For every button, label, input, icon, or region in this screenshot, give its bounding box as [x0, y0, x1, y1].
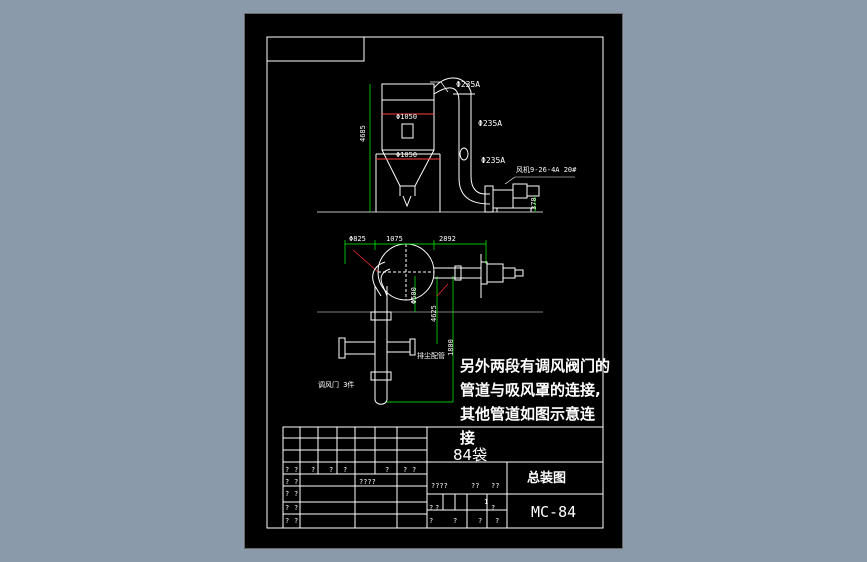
- cell-r1-8: ?: [412, 466, 417, 474]
- cell-r4-2: ?: [294, 504, 299, 512]
- label-d2: Φ235A: [478, 119, 503, 128]
- title-block-grid: [282, 426, 604, 529]
- title-drawing-name: 总装图: [527, 471, 567, 486]
- duct-elevation: [433, 77, 491, 205]
- note-line-1: 另外两段有调风阀门的: [460, 357, 611, 375]
- cell-r2-2: ?: [294, 478, 299, 486]
- cell-r1-1: ?: [285, 466, 290, 474]
- cell-r5-4: ?: [453, 517, 458, 525]
- cell-r4-1: ?: [285, 504, 290, 512]
- cell-r2-3: ????: [359, 478, 376, 486]
- label-dia-top: Φ1050: [396, 113, 418, 121]
- cell-r1-7: ?: [403, 466, 408, 474]
- cell-r1-4: ?: [329, 466, 334, 474]
- cell-r3-1: ?: [285, 490, 290, 498]
- note-line-2: 管道与吸风罩的连接,: [460, 381, 601, 399]
- duct-plan: [338, 254, 524, 405]
- scale-val-1: 1: [484, 498, 489, 506]
- cell-r1-5: ?: [343, 466, 348, 474]
- note-line-4: 接: [460, 429, 476, 447]
- drawing-sheet: Φ235A Φ235A Φ235A Φ1050 Φ1050 4685 风机9-2…: [244, 13, 623, 549]
- cell-r1-3: ?: [311, 466, 316, 474]
- title-project: 84袋: [453, 446, 488, 464]
- inner-frame: [266, 36, 604, 529]
- scale-hdr-2: ??: [471, 482, 480, 490]
- cell-r5-6: ?: [495, 517, 500, 525]
- fan-elevation: [484, 183, 540, 213]
- cell-r1-6: ?: [385, 466, 390, 474]
- cell-r5-5: ?: [478, 517, 483, 525]
- label-dim1: Φ825: [349, 235, 366, 243]
- plan-dimensions: [344, 240, 487, 403]
- label-height: 4685: [359, 125, 367, 142]
- cell-r5-2: ?: [294, 517, 299, 525]
- label-valve-note: 调风门 3件: [318, 381, 355, 389]
- cell-r4-4: ?: [435, 504, 440, 512]
- label-dim3: 2892: [439, 235, 456, 243]
- label-d3: Φ235A: [481, 156, 506, 165]
- label-dim5: 4625: [430, 305, 438, 322]
- title-drawing-no: MC-84: [531, 503, 577, 521]
- cell-r2-1: ?: [285, 478, 290, 486]
- label-pipe-note: 排尘配管: [417, 352, 445, 360]
- dust-collector-elevation: [375, 83, 441, 212]
- label-dim4: Φ500: [410, 287, 418, 304]
- label-d1: Φ235A: [456, 80, 481, 89]
- label-fan-note: 风机9-26-4A 20#: [516, 166, 577, 174]
- label-dim2: 1075: [386, 235, 403, 243]
- label-dim6: 1800: [447, 339, 455, 356]
- note-line-3: 其他管道如图示意连: [460, 405, 596, 423]
- cad-drawing: [266, 36, 604, 529]
- scale-hdr-1: ????: [431, 482, 448, 490]
- cell-r1-2: ?: [294, 466, 299, 474]
- cell-r3-2: ?: [294, 490, 299, 498]
- label-dia-bot: Φ1050: [396, 151, 418, 159]
- cell-r4-5: ?: [491, 504, 496, 512]
- scale-hdr-3: ??: [491, 482, 500, 490]
- dust-collector-plan: [377, 243, 435, 301]
- cell-r4-3: ?: [429, 504, 434, 512]
- label-fan-height: 370: [530, 197, 538, 210]
- cell-r5-3: ?: [429, 517, 434, 525]
- cell-r5-1: ?: [285, 517, 290, 525]
- corner-box: [266, 36, 365, 62]
